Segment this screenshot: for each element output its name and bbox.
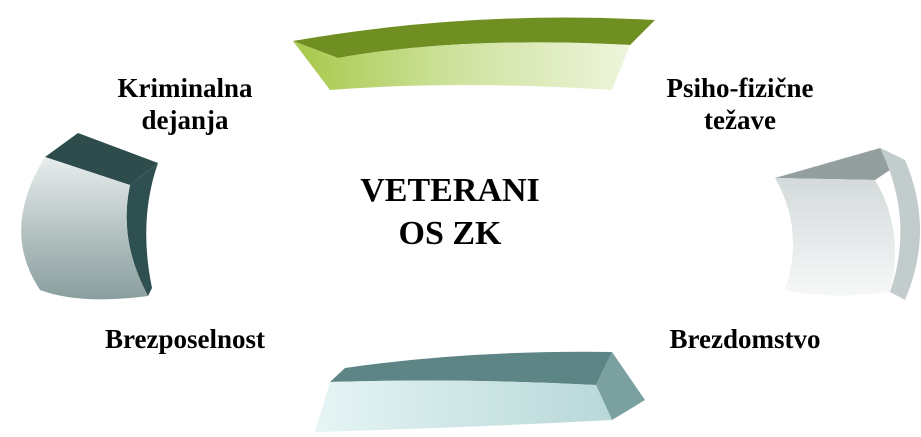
left-arrow-front-face [21,157,149,300]
label-unemployment: Brezposelnost [70,323,300,355]
top-arrow-front-face [293,41,630,90]
label-criminal-acts-line2: dejanja [141,105,229,136]
center-label-line1: VETERANI [360,172,540,209]
bottom-arrow-top-face [330,351,612,385]
right-arrow [775,148,920,300]
bottom-arrow-front-face [315,380,612,432]
label-homelessness-text: Brezdomstvo [669,324,821,354]
left-arrow-top-face [45,133,158,185]
center-label-line2: OS ZK [398,214,502,252]
label-criminal-acts: Kriminalna dejanja [95,72,275,137]
right-arrow-top-face [775,148,905,180]
right-arrow-front-face [775,178,895,296]
left-arrow [21,133,158,300]
label-psychophysical-issues: Psiho-fizične težave [640,72,840,137]
left-arrow-inner-face [126,163,158,296]
top-arrow-top-face [293,17,655,59]
center-label: VETERANI OS ZK [320,170,580,255]
label-psychophysical-issues-line1: Psiho-fizične [666,73,814,103]
bottom-arrow [315,351,645,432]
label-homelessness: Brezdomstvo [640,323,850,355]
label-unemployment-text: Brezposelnost [105,324,265,354]
label-psychophysical-issues-line2: težave [704,105,776,136]
right-arrow-side-face [880,148,920,300]
label-criminal-acts-line1: Kriminalna [117,73,253,103]
top-arrow [293,17,655,90]
bottom-arrow-head-face [596,352,645,420]
